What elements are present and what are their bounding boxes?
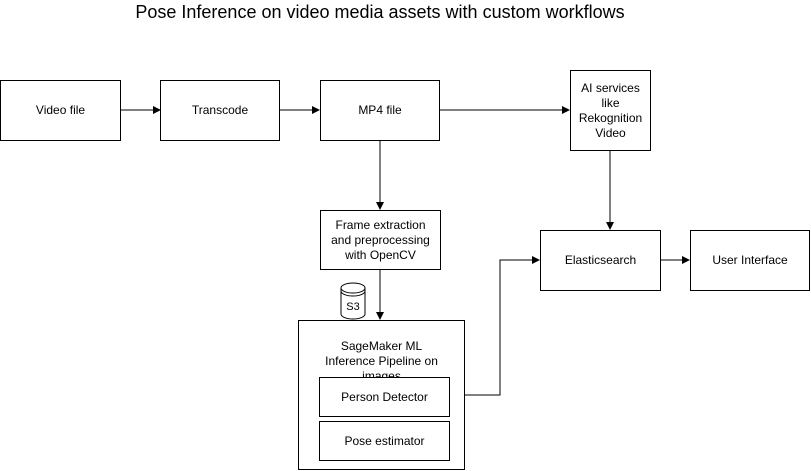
node-sagemaker-pipeline: SageMaker ML Inference Pipeline on image… [298,320,465,470]
node-ai-services-label: AI services like Rekognition Video [578,80,643,140]
node-elasticsearch: Elasticsearch [540,230,661,291]
diagram-title: Pose Inference on video media assets wit… [135,2,625,22]
node-video-file: Video file [0,80,121,141]
edge-pipeline-to-elastic [465,256,540,396]
node-user-interface: User Interface [690,230,810,291]
node-person-detector: Person Detector [319,377,450,417]
node-frame-extraction: Frame extraction and preprocessing with … [320,210,441,270]
node-transcode: Transcode [160,80,280,141]
s3-bucket-icon: S3 [340,282,366,320]
node-person-detector-label: Person Detector [341,389,428,404]
node-transcode-label: Transcode [191,103,249,117]
node-pose-estimator: Pose estimator [319,421,450,461]
node-ai-services: AI services like Rekognition Video [570,70,651,151]
s3-label: S3 [346,301,359,313]
node-mp4-file-label: MP4 file [358,103,402,117]
node-elasticsearch-label: Elasticsearch [564,253,637,267]
node-user-interface-label: User Interface [712,253,788,267]
node-pose-estimator-label: Pose estimator [344,433,425,448]
node-mp4-file: MP4 file [320,80,440,141]
node-video-file-label: Video file [35,103,86,117]
node-frame-extraction-label: Frame extraction and preprocessing with … [331,217,430,262]
